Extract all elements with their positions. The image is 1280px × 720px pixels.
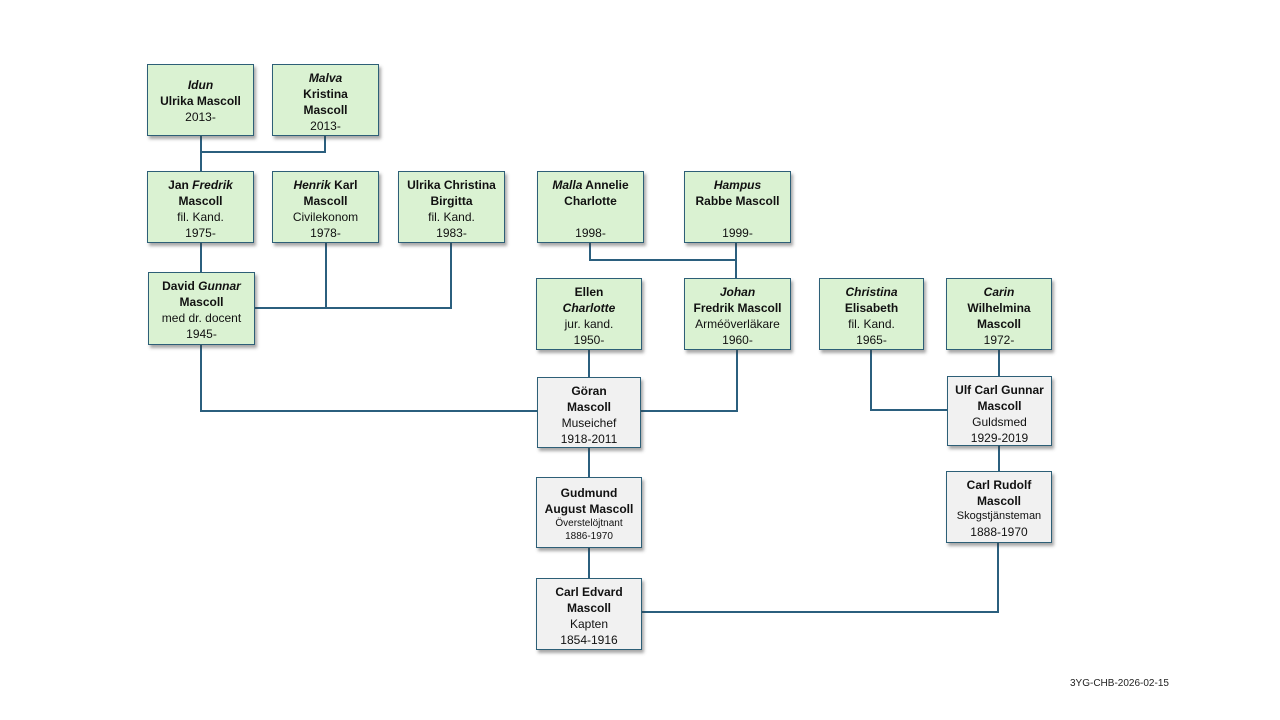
name-line-1: Gudmund	[560, 486, 618, 500]
years: 1886-1970	[565, 531, 613, 542]
person-box-hampus[interactable]: Hampus Rabbe Mascoll 1999-	[684, 171, 791, 243]
person-box-carin[interactable]: Carin Wilhelmina Mascoll 1972-	[946, 278, 1052, 350]
given-name: Malva	[308, 71, 343, 85]
title: Överstelöjtnant	[555, 518, 623, 529]
person-box-malla[interactable]: Malla Annelie Charlotte 1998-	[537, 171, 644, 243]
person-box-david[interactable]: David Gunnar Mascoll med dr. docent 1945…	[148, 272, 255, 345]
title: Skogstjänsteman	[956, 510, 1042, 522]
name-line-2: Mascoll	[976, 494, 1021, 508]
name-pre: David	[162, 279, 195, 293]
name-line-2: Mascoll	[178, 194, 223, 208]
given-name: Christina	[845, 285, 898, 299]
years: 1978-	[310, 226, 341, 240]
person-box-idun[interactable]: Idun Ulrika Mascoll 2013-	[147, 64, 254, 136]
years: 1960-	[722, 333, 753, 347]
years: 1918-2011	[560, 432, 618, 446]
years: 1854-1916	[560, 633, 618, 647]
name-line-1: Henrik Karl	[273, 177, 378, 193]
name-line-2: Mascoll	[977, 399, 1022, 413]
years: 2013-	[185, 110, 216, 124]
name-line-2: Wilhelmina	[967, 301, 1031, 315]
years: 1983-	[436, 226, 467, 240]
given-name: Johan	[719, 285, 756, 299]
person-box-gudmund[interactable]: Gudmund August Mascoll Överstelöjtnant 1…	[536, 477, 642, 548]
name-line-1: David Gunnar	[149, 278, 254, 294]
full-name: Ulrika Mascoll	[160, 94, 241, 108]
person-box-edvard[interactable]: Carl Edvard Mascoll Kapten 1854-1916	[536, 578, 642, 650]
title: Arméöverläkare	[695, 317, 780, 331]
title: Civilekonom	[292, 210, 359, 224]
name-line-1: Jan Fredrik	[148, 177, 253, 193]
title: Guldsmed	[972, 415, 1027, 429]
person-box-johan[interactable]: Johan Fredrik Mascoll Arméöverläkare 196…	[684, 278, 791, 350]
person-box-goran[interactable]: Göran Mascoll Museichef 1918-2011	[537, 377, 641, 448]
title: fil. Kand.	[177, 210, 224, 224]
title: fil. Kand.	[848, 317, 895, 331]
years: 1975-	[185, 226, 216, 240]
years: 1972-	[983, 333, 1015, 347]
connector-david-goran	[200, 345, 537, 412]
years: 1929-2019	[970, 431, 1029, 445]
person-box-jan[interactable]: Jan Fredrik Mascoll fil. Kand. 1975-	[147, 171, 254, 243]
name-line-2: Birgitta	[430, 194, 473, 208]
name-line-2: August Mascoll	[544, 502, 634, 516]
name-line-1: Ellen	[574, 285, 604, 299]
title: fil. Kand.	[428, 210, 475, 224]
person-box-ellen[interactable]: Ellen Charlotte jur. kand. 1950-	[536, 278, 642, 350]
name-post: Karl	[334, 178, 358, 192]
name-line-2: Mascoll	[179, 295, 224, 309]
connector-christina-ulf	[870, 350, 947, 411]
name-line-2: Mascoll	[566, 601, 611, 615]
person-box-malva[interactable]: Malva Kristina Mascoll 2013-	[272, 64, 379, 136]
name-line-1: Malla Annelie	[538, 177, 643, 193]
name-line-1: Ulf Carl Gunnar	[955, 383, 1044, 397]
years: 1945-	[186, 327, 217, 341]
connector-ulrika-david	[254, 243, 452, 309]
years: 2013-	[310, 119, 341, 133]
person-box-christina[interactable]: Christina Elisabeth fil. Kand. 1965-	[819, 278, 924, 350]
name-line-2: Elisabeth	[844, 301, 899, 315]
years: 1999-	[722, 226, 753, 240]
name-post: Annelie	[585, 178, 629, 192]
name-line-2: Mascoll	[566, 400, 611, 414]
title: Kapten	[569, 617, 609, 631]
name-line-1: Carl Edvard	[555, 585, 623, 599]
person-box-henrik[interactable]: Henrik Karl Mascoll Civilekonom 1978-	[272, 171, 379, 243]
name-line-2: Rabbe Mascoll	[695, 194, 780, 208]
connector-rudolf-edvard	[641, 543, 999, 613]
name-line-3: Mascoll	[303, 103, 348, 117]
connector-malla-johan	[589, 243, 736, 261]
given-name: Idun	[187, 78, 214, 92]
given-name: Henrik	[293, 178, 331, 192]
name-line-2: Charlotte	[564, 194, 617, 208]
given-name: Carin	[983, 285, 1015, 299]
name-line-1: Ulrika Christina	[407, 178, 496, 192]
given-name: Malla	[552, 178, 583, 192]
title: med dr. docent	[161, 311, 242, 325]
connector-malva-jan	[201, 136, 326, 153]
person-box-ulrika[interactable]: Ulrika Christina Birgitta fil. Kand. 198…	[398, 171, 505, 243]
name-pre: Jan	[168, 178, 189, 192]
title: Museichef	[561, 416, 617, 430]
given-name: Hampus	[713, 178, 762, 192]
name-line-1: Carl Rudolf	[966, 478, 1032, 492]
connector-johan-goran	[641, 350, 738, 412]
name-line-3: Mascoll	[976, 317, 1021, 331]
name-line-1: Göran	[571, 384, 607, 398]
given-name: Fredrik	[192, 178, 233, 192]
years: 1950-	[573, 333, 605, 347]
years: 1998-	[575, 226, 606, 240]
given-name: Gunnar	[198, 279, 241, 293]
name-line-2: Kristina	[303, 87, 348, 101]
years: 1888-1970	[970, 525, 1028, 539]
name-line-2: Mascoll	[303, 194, 348, 208]
years: 1965-	[856, 333, 887, 347]
person-box-ulf[interactable]: Ulf Carl Gunnar Mascoll Guldsmed 1929-20…	[947, 376, 1052, 446]
person-box-rudolf[interactable]: Carl Rudolf Mascoll Skogstjänsteman 1888…	[946, 471, 1052, 543]
given-name: Charlotte	[562, 301, 616, 315]
title: jur. kand.	[564, 317, 614, 331]
name-line-2: Fredrik Mascoll	[693, 301, 782, 315]
document-id: 3YG-CHB-2026-02-15	[1070, 678, 1169, 689]
